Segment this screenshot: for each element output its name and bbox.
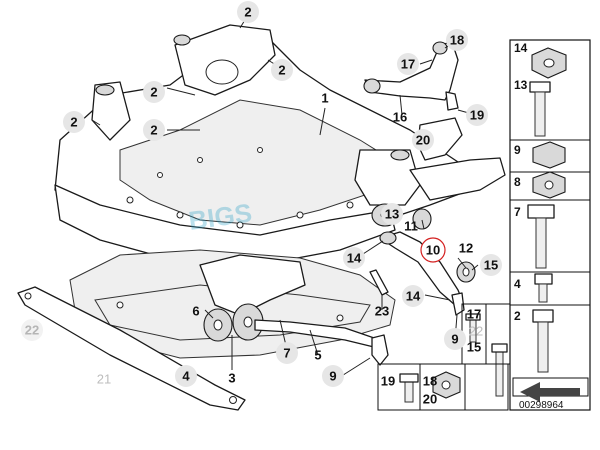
callout-14b: 14 bbox=[402, 285, 424, 307]
svg-text:2: 2 bbox=[70, 115, 77, 130]
callout-9b: 9 bbox=[444, 328, 466, 350]
callout-20a: 20 bbox=[412, 129, 434, 151]
direction-arrow-icon bbox=[512, 377, 589, 402]
inline-bolt-17 bbox=[465, 313, 481, 343]
svg-text:10: 10 bbox=[426, 243, 440, 258]
callout-2a: 2 bbox=[143, 81, 165, 103]
panel-label-9: 9 bbox=[514, 143, 521, 157]
callout-22a: 22 bbox=[21, 319, 43, 341]
callout-2b: 2 bbox=[143, 119, 165, 141]
callout-22b: 22 bbox=[469, 324, 483, 339]
callout-2c: 2 bbox=[63, 111, 85, 133]
callout-17a: 17 bbox=[397, 53, 419, 75]
callout-15b: 15 bbox=[467, 340, 481, 355]
svg-text:22: 22 bbox=[25, 323, 39, 338]
upper-control-arm bbox=[363, 41, 459, 111]
svg-text:2: 2 bbox=[278, 63, 285, 78]
svg-text:14: 14 bbox=[406, 289, 421, 304]
callout-16: 16 bbox=[393, 110, 407, 125]
callout-3: 3 bbox=[228, 371, 235, 386]
svg-text:20: 20 bbox=[416, 133, 430, 148]
callout-21: 21 bbox=[97, 372, 111, 387]
callout-6: 6 bbox=[192, 304, 199, 319]
svg-text:15: 15 bbox=[484, 258, 498, 273]
panel-label-4: 4 bbox=[514, 277, 521, 291]
panel-label-2: 2 bbox=[514, 309, 521, 323]
panel-label-13: 13 bbox=[514, 78, 528, 92]
callout-2d: 2 bbox=[271, 59, 293, 81]
callout-19a: 19 bbox=[466, 104, 488, 126]
reference-code: 00298964 bbox=[519, 400, 564, 411]
panel-label-14: 14 bbox=[514, 41, 528, 55]
panel-label-7: 7 bbox=[514, 205, 521, 219]
callout-4: 4 bbox=[175, 365, 197, 387]
callout-7: 7 bbox=[276, 342, 298, 364]
svg-text:13: 13 bbox=[385, 207, 399, 222]
svg-text:18: 18 bbox=[450, 33, 464, 48]
callout-17b: 17 bbox=[467, 307, 481, 322]
callout-13: 13 bbox=[381, 203, 403, 225]
callout-11: 11 bbox=[404, 219, 418, 234]
svg-text:2: 2 bbox=[150, 123, 157, 138]
inline-bolt-15 bbox=[491, 343, 508, 397]
svg-text:2: 2 bbox=[150, 85, 157, 100]
callout-20b: 20 bbox=[423, 392, 437, 407]
svg-text:14: 14 bbox=[347, 251, 362, 266]
svg-text:19: 19 bbox=[470, 108, 484, 123]
callout-5: 5 bbox=[314, 348, 321, 363]
callout-19b: 19 bbox=[381, 374, 395, 389]
pin-23 bbox=[369, 269, 389, 296]
callout-12: 12 bbox=[459, 241, 473, 256]
svg-text:9: 9 bbox=[329, 369, 336, 384]
inline-bolt-19 bbox=[399, 373, 419, 403]
svg-text:17: 17 bbox=[401, 57, 415, 72]
svg-text:9: 9 bbox=[451, 332, 458, 347]
panel-label-8: 8 bbox=[514, 175, 521, 189]
svg-text:7: 7 bbox=[283, 346, 290, 361]
callout-2e: 2 bbox=[237, 1, 259, 23]
callout-9a: 9 bbox=[322, 365, 344, 387]
parts-panel: 00298964 bbox=[377, 39, 591, 411]
callout-1: 1 bbox=[321, 91, 328, 106]
callout-10: 10 bbox=[420, 237, 446, 263]
callout-18b: 18 bbox=[423, 374, 437, 389]
callout-23: 23 bbox=[375, 304, 389, 319]
svg-text:4: 4 bbox=[182, 369, 190, 384]
inline-nut-18 bbox=[432, 371, 461, 399]
callout-15a: 15 bbox=[480, 254, 502, 276]
callout-18a: 18 bbox=[446, 29, 468, 51]
callout-14a: 14 bbox=[343, 247, 365, 269]
track-rod bbox=[254, 319, 389, 366]
callout-layer: 1 2 2 2 2 2 3 4 5 6 7 9 9 10 11 12 13 14… bbox=[21, 1, 528, 407]
lower-wishbone-left bbox=[199, 254, 306, 342]
svg-text:2: 2 bbox=[244, 5, 251, 20]
